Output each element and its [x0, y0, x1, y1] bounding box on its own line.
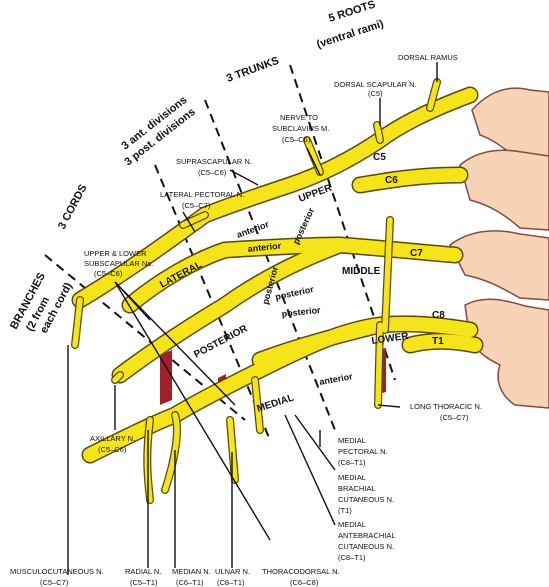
- division-anterior-upper: anterior: [235, 219, 270, 240]
- posterior-division-lower: [253, 318, 387, 367]
- axillary-label: AXILLARY N.: [90, 434, 135, 443]
- vertebra-t1: [464, 298, 549, 409]
- vertebra-c7: [449, 230, 549, 301]
- dorsal-scapular-label: DORSAL SCAPULAR N.: [334, 80, 417, 89]
- artery-segment: [160, 350, 172, 405]
- medial-pectoral-roots: (C8–T1): [338, 458, 366, 467]
- vertebral-column: [449, 87, 549, 409]
- root-c8-label: C8: [432, 310, 445, 321]
- medial-antebrachial-label-3: CUTANEOUS N.: [338, 542, 394, 551]
- posterior-cord-nerve: [113, 238, 347, 382]
- root-t1-nerve: [403, 334, 482, 352]
- root-c6-label: C6: [385, 175, 398, 186]
- division-posterior-lower: posterior: [281, 305, 321, 319]
- musculocutaneous-roots: (C5–C7): [40, 578, 69, 587]
- musculocutaneous-label: MUSCULOCUTANEOUS N.: [10, 567, 104, 576]
- root-c7-label: C7: [410, 248, 423, 259]
- vertebra-c6: [459, 149, 549, 231]
- medial-cord-nerve: [83, 408, 182, 462]
- thoracodorsal-roots: (C6–C8): [290, 578, 319, 587]
- dorsal-ramus-nerve: [427, 79, 440, 111]
- subclavius-label-2: SUBCLAVIUS M.: [272, 124, 329, 133]
- axillary-roots: (C5–C6): [98, 445, 127, 454]
- long-thoracic-roots: (C5–C7): [440, 413, 469, 422]
- axillary-nerve: [112, 372, 123, 383]
- header-roots-sub: (ventral rami): [315, 18, 385, 51]
- medial-antebrachial-label-1: MEDIAL: [338, 520, 366, 529]
- lateral-pectoral-label: LATERAL PECTORAL N.: [160, 190, 244, 199]
- lateral-pectoral-nerve: [180, 212, 208, 228]
- root-c5-label: C5: [373, 152, 386, 163]
- suprascapular-roots: (C5–C6): [198, 168, 227, 177]
- vertebra-c5: [471, 87, 549, 161]
- divider-divisions-cords: [154, 164, 271, 441]
- division-anterior-lower: anterior: [319, 371, 354, 387]
- header-cords: 3 CORDS: [56, 183, 90, 232]
- medial-pectoral-nerve: [252, 377, 263, 433]
- division-anterior-middle: anterior: [247, 240, 282, 253]
- nerve-labels: DORSAL RAMUS DORSAL SCAPULAR N. (C5) NER…: [10, 53, 482, 587]
- long-thoracic-nerve: [375, 322, 383, 408]
- ulnar-label: ULNAR N.: [215, 567, 250, 576]
- thoracodorsal-label: THORACODORSAL N.: [262, 567, 340, 576]
- musculocutaneous-nerve: [72, 297, 83, 348]
- root-c5-nerve: [198, 88, 477, 222]
- radial-roots: (C5–T1): [130, 578, 158, 587]
- subclavius-label-1: NERVE TO: [280, 113, 318, 122]
- lateral-pectoral-roots: (C5–C7): [182, 201, 211, 210]
- medial-brachial-label-2: BRACHIAL: [338, 484, 376, 493]
- long-thoracic-label: LONG THORACIC N.: [410, 402, 482, 411]
- trunk-lower-label: LOWER: [371, 331, 410, 347]
- median-label: MEDIAN N.: [172, 567, 211, 576]
- medial-antebrachial-roots: (C8–T1): [338, 553, 366, 562]
- long-thoracic-c7: [382, 217, 393, 333]
- radial-label: RADIAL N.: [125, 567, 161, 576]
- root-t1-label: T1: [432, 336, 444, 347]
- header-trunks: 3 TRUNKS: [225, 55, 281, 85]
- subscapular-roots: (C5–C6): [94, 269, 123, 278]
- ulnar-nerve: [162, 412, 180, 493]
- median-nerve: [227, 417, 238, 483]
- trunk-middle-label: MIDDLE: [342, 266, 381, 277]
- medial-brachial-label-1: MEDIAL: [338, 473, 366, 482]
- nerve-network: [71, 78, 484, 504]
- subclavius-roots: (C5–C6): [282, 135, 311, 144]
- medial-brachial-label-3: CUTANEOUS N.: [338, 495, 394, 504]
- medial-pectoral-label-1: MEDIAL: [338, 436, 366, 445]
- anterior-division-middle: [123, 243, 232, 312]
- root-c6-nerve: [353, 168, 467, 192]
- dorsal-scapular-roots: (C5): [368, 89, 383, 98]
- dorsal-ramus-label: DORSAL RAMUS: [398, 53, 458, 62]
- suprascapular-label: SUPRASCAPULAR N.: [176, 157, 252, 166]
- subscapular-label-1: UPPER & LOWER: [84, 249, 147, 258]
- subclavius-nerve: [304, 137, 323, 175]
- ulnar-roots: (C8–T1): [217, 578, 245, 587]
- medial-antebrachial-label-2: ANTEBRACHIAL: [338, 531, 396, 540]
- division-posterior-extra: posterior: [274, 284, 315, 302]
- leader-lines: [67, 62, 438, 575]
- cord-medial-label: MEDIAL: [256, 393, 296, 415]
- medial-brachial-roots: (T1): [338, 506, 352, 515]
- medial-pectoral-label-2: PECTORAL N.: [338, 447, 388, 456]
- subscapular-label-2: SUBSCAPULAR Ns.: [84, 259, 153, 268]
- root-labels: C5 C6 C7 C8 T1: [373, 152, 445, 347]
- dorsal-scapular-nerve: [374, 122, 383, 143]
- median-roots: (C6–T1): [176, 578, 204, 587]
